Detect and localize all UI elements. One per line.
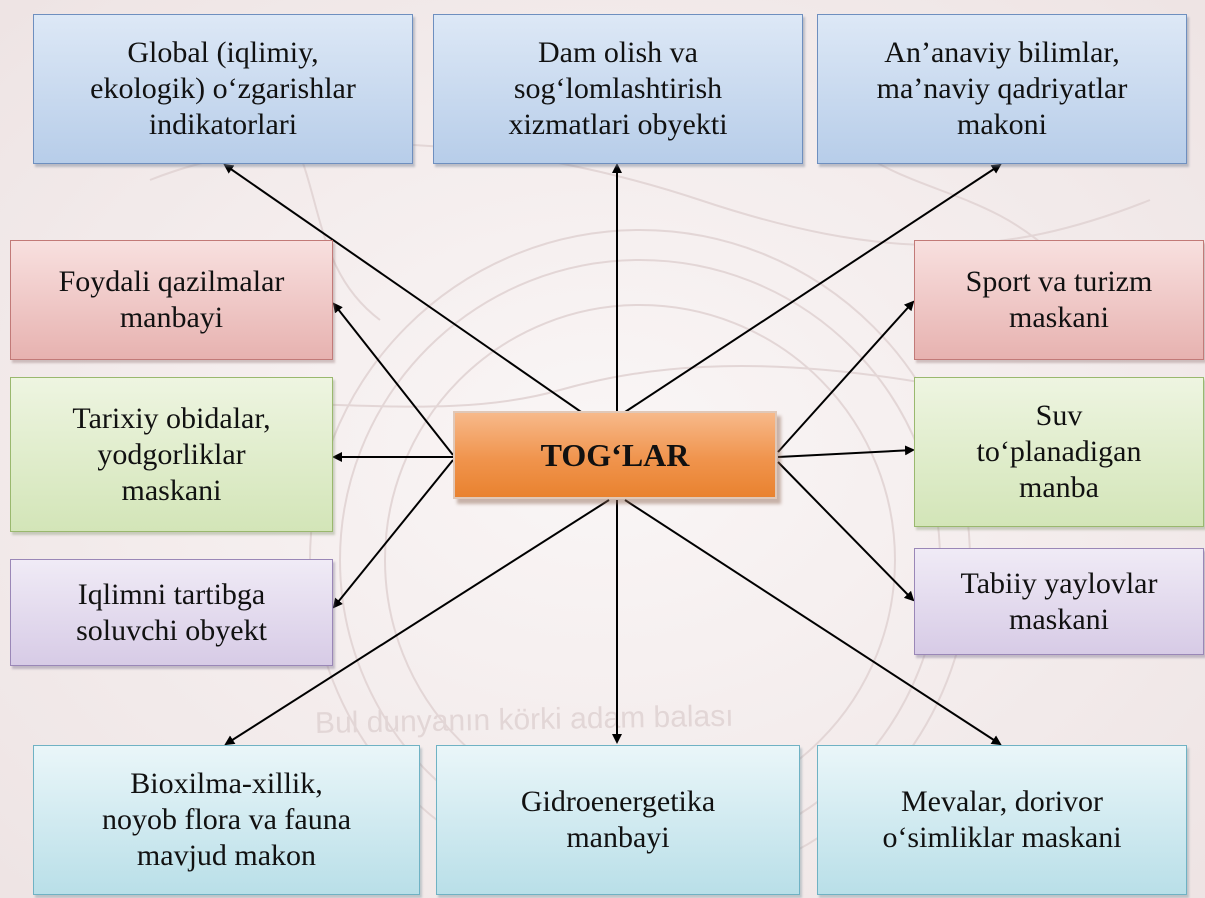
arrow-bioxilma xyxy=(224,499,610,746)
box-historical-monuments: Tarixiy obidalar, yodgorliklar maskani xyxy=(10,377,333,532)
box-sport-tourism: Sport va turizm maskani xyxy=(914,240,1204,360)
box-line: Tarixiy obidalar, xyxy=(72,401,271,435)
box-mineral-resources: Foydali qazilmalar manbayi xyxy=(10,240,333,360)
box-recreation-services: Dam olish va sog‘lomlashtirish xizmatlar… xyxy=(433,14,803,164)
box-line: xizmatlari obyekti xyxy=(508,108,728,141)
box-line: Mevalar, dorivor xyxy=(900,785,1104,818)
box-line: ekologik) o‘zgarishlar xyxy=(90,72,356,105)
box-line: Global (iqlimiy, xyxy=(127,36,319,69)
box-line: Bioxilma-xillik, xyxy=(130,767,323,800)
box-line: ma’naviy qadriyatlar xyxy=(876,72,1128,105)
box-line: maskani xyxy=(121,473,222,507)
arrow-suv xyxy=(777,445,915,458)
arrow-global xyxy=(223,163,611,433)
box-line: manbayi xyxy=(566,821,670,854)
box-hydropower: Gidroenergetika manbayi xyxy=(436,745,800,895)
box-line: manbayi xyxy=(119,301,224,334)
watermark-text: Bul dunyanın körki adam balası xyxy=(315,700,734,740)
box-line: maskani xyxy=(1009,301,1109,334)
arrow-iqlimni xyxy=(332,459,454,609)
box-global-indicators: Global (iqlimiy, ekologik) o‘zgarishlar … xyxy=(33,14,413,164)
arrow-foydali xyxy=(332,302,454,456)
box-line: maskani xyxy=(1009,602,1109,636)
arrow-mevalar xyxy=(624,499,1002,746)
box-line: mavjud makon xyxy=(136,839,317,872)
box-line: sog‘lomlashtirish xyxy=(513,72,723,105)
box-line: noyob flora va fauna xyxy=(101,803,352,836)
box-line: An’anaviy bilimlar, xyxy=(884,36,1120,69)
center-label: TOG‘LAR xyxy=(540,437,690,473)
box-line: indikatorlari xyxy=(148,108,298,141)
box-traditional-knowledge: An’anaviy bilimlar, ma’naviy qadriyatlar… xyxy=(817,14,1187,164)
box-line: manba xyxy=(1019,471,1099,504)
box-biodiversity: Bioxilma-xillik, noyob flora va fauna ma… xyxy=(33,745,420,895)
arrow-ananaviy xyxy=(624,163,1002,413)
box-line: makoni xyxy=(957,108,1047,141)
box-line: Suv xyxy=(1035,399,1083,432)
box-natural-pastures: Tabiiy yaylovlar maskani xyxy=(914,548,1204,655)
arrow-tabiiy xyxy=(777,461,915,602)
box-line: Sport va turizm xyxy=(965,265,1153,298)
box-line: Iqlimni tartibga xyxy=(77,577,266,611)
box-line: to‘planadigan xyxy=(976,435,1142,468)
box-fruits-medicinal-plants: Mevalar, dorivor o‘simliklar maskani xyxy=(817,745,1187,895)
box-climate-regulator: Iqlimni tartibga soluvchi obyekt xyxy=(10,559,333,666)
arrow-sport xyxy=(777,300,915,453)
box-line: Gidroenergetika xyxy=(520,785,716,818)
box-line: soluvchi obyekt xyxy=(76,613,267,647)
box-line: Foydali qazilmalar xyxy=(58,265,285,298)
box-line: Tabiiy yaylovlar xyxy=(960,566,1158,600)
center-node-mountains: TOG‘LAR xyxy=(453,411,777,499)
box-line: yodgorliklar xyxy=(97,437,246,471)
box-line: o‘simliklar maskani xyxy=(882,821,1122,854)
box-water-source: Suv to‘planadigan manba xyxy=(914,377,1204,527)
box-line: Dam olish va xyxy=(538,36,698,69)
